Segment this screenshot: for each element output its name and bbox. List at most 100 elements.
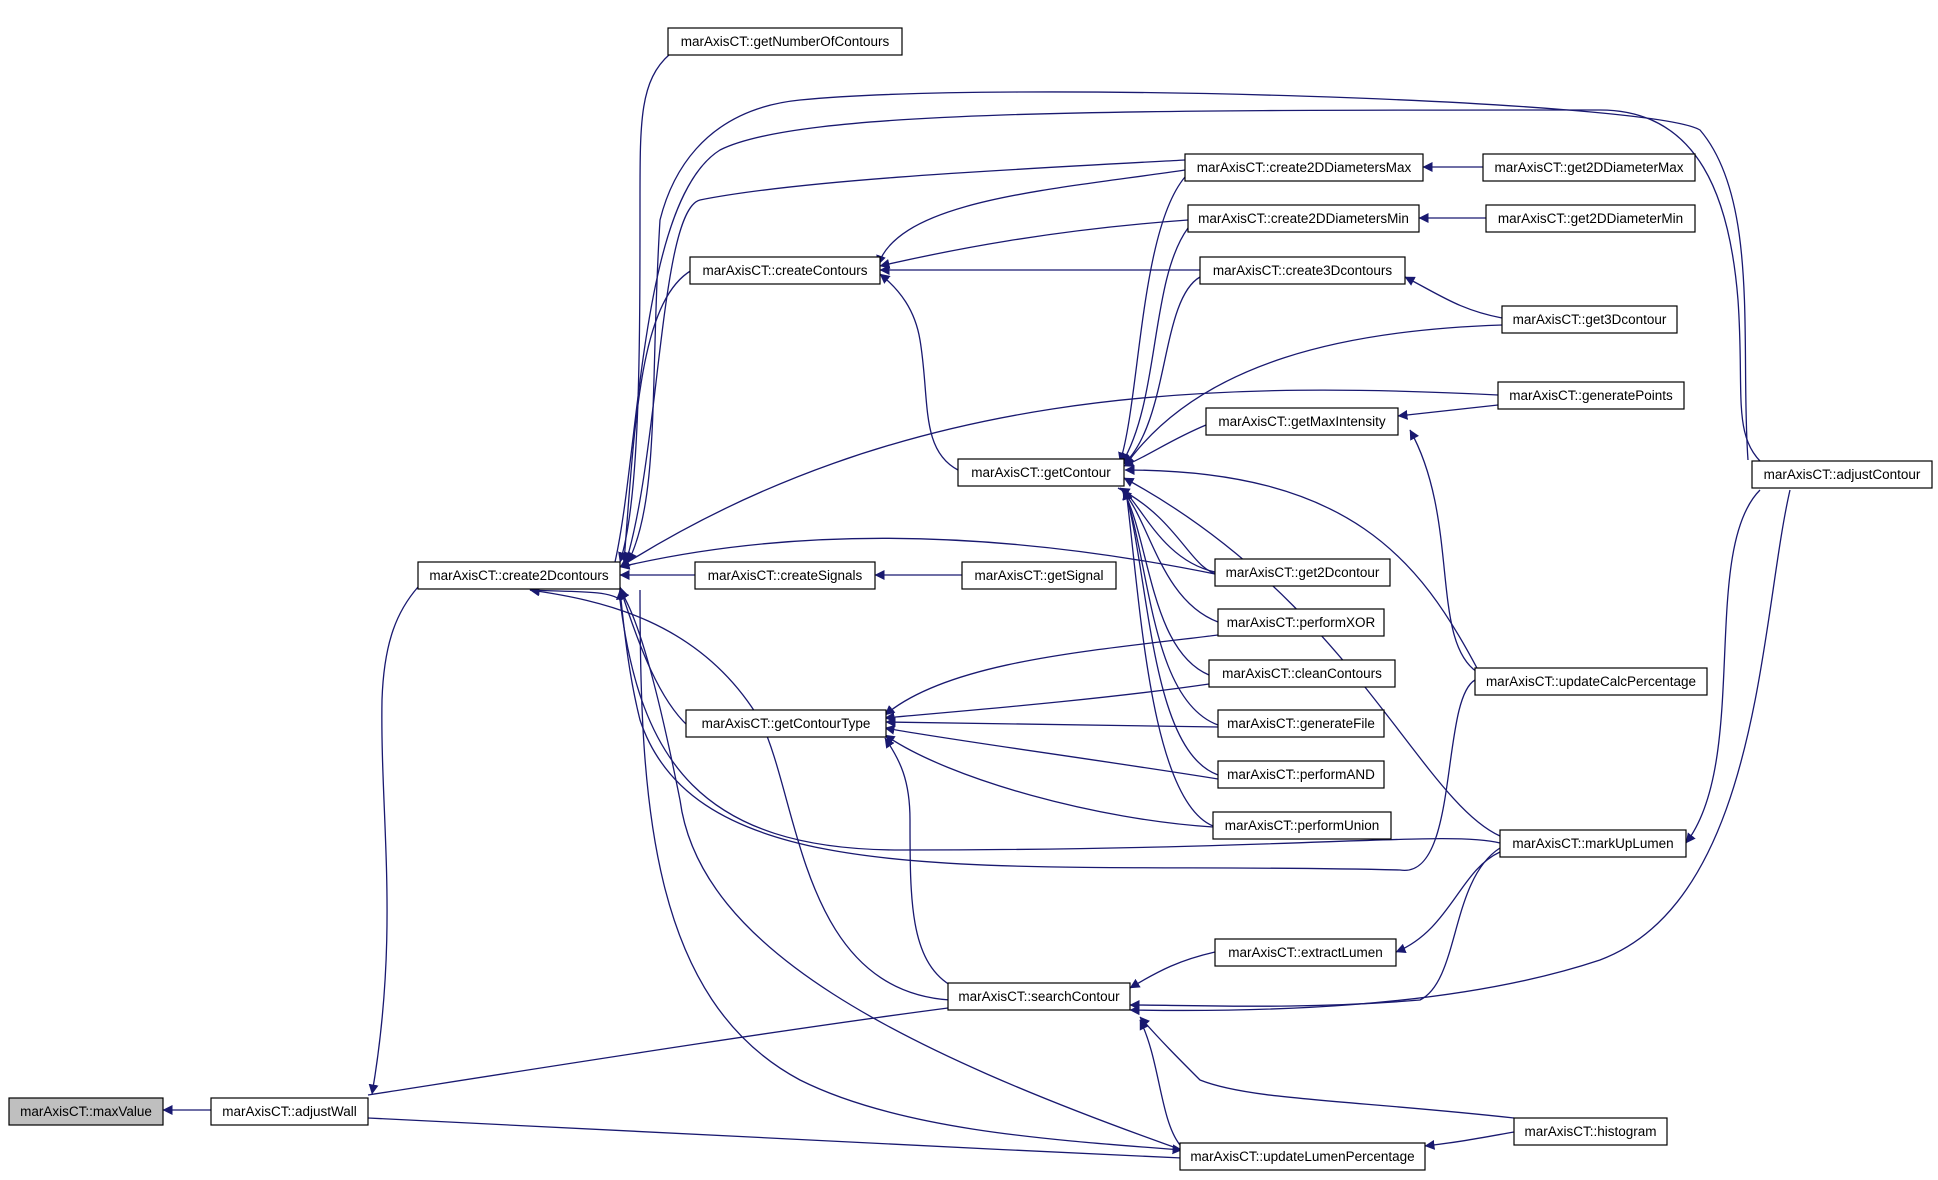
- node-label: marAxisCT::extractLumen: [1228, 945, 1383, 960]
- node-histogram[interactable]: marAxisCT::histogram: [1513, 1117, 1668, 1146]
- node-box: [1751, 460, 1933, 489]
- node-get-contour[interactable]: marAxisCT::getContour: [957, 458, 1125, 487]
- node-clean-contours[interactable]: marAxisCT::cleanContours: [1208, 659, 1396, 688]
- node-box: [947, 982, 1131, 1011]
- edge-updatelumen-to-create2d: [619, 589, 1183, 1151]
- edge-generatepoints-to-create2d: [619, 389, 1499, 568]
- node-box: [210, 1097, 369, 1126]
- edge-getmaxintensity-to-getcontour: [1123, 424, 1207, 467]
- node-get-contour-type[interactable]: marAxisCT::getContourType: [685, 709, 887, 738]
- node-create2-dcontours[interactable]: marAxisCT::create2Dcontours: [417, 561, 621, 590]
- node-label: marAxisCT::cleanContours: [1222, 666, 1382, 681]
- node-box: [685, 709, 887, 738]
- node-perform-a-n-d[interactable]: marAxisCT::performAND: [1217, 760, 1385, 789]
- edge-markuplumen-to-getcontour: [1123, 477, 1501, 837]
- edge-performxor-to-getcontourtype: [884, 634, 1219, 716]
- node-create2-d-diameters-max[interactable]: marAxisCT::create2DDiametersMax: [1184, 153, 1424, 182]
- node-adjust-wall[interactable]: marAxisCT::adjustWall: [210, 1097, 369, 1126]
- edge-create3d-to-getcontour: [1123, 276, 1201, 465]
- node-label: marAxisCT::markUpLumen: [1512, 836, 1673, 851]
- node-search-contour[interactable]: marAxisCT::searchContour: [947, 982, 1131, 1011]
- node-label: marAxisCT::generateFile: [1227, 716, 1375, 731]
- edge-updatelumen-to-searchcontour: [1139, 1019, 1181, 1146]
- edge-adjustcontour-to-create2d: [627, 91, 1749, 563]
- edge-searchcontour-to-adjustwall: [367, 1007, 949, 1096]
- node-box: [1485, 204, 1696, 233]
- edge-generatepoints-to-getmaxintensity: [1397, 404, 1499, 420]
- edge-create2d-to-adjustcontour: [614, 109, 1771, 563]
- node-label: marAxisCT::create3Dcontours: [1213, 263, 1393, 278]
- node-create3-dcontours[interactable]: marAxisCT::create3Dcontours: [1199, 256, 1406, 285]
- node-label: marAxisCT::performAND: [1227, 767, 1375, 782]
- node-get-max-intensity[interactable]: marAxisCT::getMaxIntensity: [1205, 407, 1399, 436]
- edge-getcontourtype-to-create2d: [618, 586, 689, 727]
- node-perform-union[interactable]: marAxisCT::performUnion: [1212, 811, 1392, 840]
- node-max-value[interactable]: marAxisCT::maxValue: [8, 1097, 164, 1126]
- node-box: [1214, 938, 1397, 967]
- node-box: [1199, 256, 1406, 285]
- node-label: marAxisCT::performUnion: [1225, 818, 1380, 833]
- node-get2-d-diameter-min[interactable]: marAxisCT::get2DDiameterMin: [1485, 204, 1696, 233]
- node-label: marAxisCT::getMaxIntensity: [1218, 414, 1386, 429]
- node-label: marAxisCT::create2DDiametersMax: [1197, 160, 1412, 175]
- node-label: marAxisCT::createSignals: [708, 568, 863, 583]
- node-label: marAxisCT::createContours: [702, 263, 867, 278]
- node-get2-dcontour[interactable]: marAxisCT::get2Dcontour: [1214, 558, 1391, 587]
- node-label: marAxisCT::getContour: [971, 465, 1111, 480]
- edge-adjustcontour-to-searchcontour: [1129, 489, 1791, 1016]
- node-box: [1217, 760, 1385, 789]
- node-box: [1482, 153, 1696, 182]
- nodes: marAxisCT::maxValue marAxisCT::adjustWall…: [8, 27, 1933, 1171]
- edge-histogram-to-searchcontour: [1139, 1016, 1515, 1119]
- edge-updatecalc-to-getmaxintensity: [1409, 429, 1478, 673]
- edge-performand-to-getcontourtype: [884, 724, 1219, 780]
- node-get-number-of-contours[interactable]: marAxisCT::getNumberOfContours: [667, 27, 903, 56]
- node-create-signals[interactable]: marAxisCT::createSignals: [694, 561, 876, 590]
- node-label: marAxisCT::getContourType: [702, 716, 871, 731]
- node-box: [1217, 608, 1385, 637]
- node-box: [1212, 811, 1392, 840]
- edges: [162, 53, 1791, 1159]
- node-label: marAxisCT::getNumberOfContours: [681, 34, 890, 49]
- edge-create2dcontours-to-adjustwall: [368, 586, 419, 1095]
- node-create-contours[interactable]: marAxisCT::createContours: [689, 256, 881, 285]
- edge-performunion-to-getcontour: [1122, 489, 1214, 827]
- edge-performunion-to-getcontourtype: [884, 734, 1214, 828]
- node-update-lumen-percentage[interactable]: marAxisCT::updateLumenPercentage: [1179, 1142, 1426, 1171]
- node-perform-x-o-r[interactable]: marAxisCT::performXOR: [1217, 608, 1385, 637]
- edge-cleancontours-to-getcontourtype: [884, 683, 1210, 723]
- node-label: marAxisCT::adjustWall: [222, 1104, 357, 1119]
- node-box: [1187, 204, 1420, 233]
- node-box: [694, 561, 876, 590]
- node-get-signal[interactable]: marAxisCT::getSignal: [961, 561, 1117, 590]
- edge-diammin-to-getcontour: [1121, 227, 1189, 464]
- edge-searchcontour-to-create2d: [529, 586, 951, 1001]
- edge-diammax-to-getcontour: [1118, 176, 1186, 463]
- node-generate-points[interactable]: marAxisCT::generatePoints: [1497, 381, 1685, 410]
- edge-diammin-to-createcontours: [879, 219, 1189, 269]
- edge-extractlumen-to-searchcontour: [1129, 951, 1216, 989]
- node-box: [689, 256, 881, 285]
- node-box: [1179, 1142, 1426, 1171]
- edge-get3d-to-create3d: [1404, 276, 1503, 319]
- node-mark-up-lumen[interactable]: marAxisCT::markUpLumen: [1499, 829, 1687, 858]
- edge-performxor-to-getcontour: [1121, 489, 1219, 623]
- node-box: [1499, 829, 1687, 858]
- node-create2-d-diameters-min[interactable]: marAxisCT::create2DDiametersMin: [1187, 204, 1420, 233]
- edge-diammax-to-createcontours: [876, 169, 1186, 266]
- node-box: [1184, 153, 1424, 182]
- node-box: [1501, 305, 1678, 334]
- node-extract-lumen[interactable]: marAxisCT::extractLumen: [1214, 938, 1397, 967]
- node-update-calc-percentage[interactable]: marAxisCT::updateCalcPercentage: [1474, 667, 1708, 696]
- node-box: [8, 1097, 164, 1126]
- node-adjust-contour[interactable]: marAxisCT::adjustContour: [1751, 460, 1933, 489]
- edge-updatecalc-to-getcontour: [1124, 465, 1479, 671]
- node-label: marAxisCT::performXOR: [1227, 615, 1376, 630]
- node-get3-dcontour[interactable]: marAxisCT::get3Dcontour: [1501, 305, 1678, 334]
- edge-updatelumen-to-adjustwall: [367, 1117, 1183, 1159]
- node-generate-file[interactable]: marAxisCT::generateFile: [1217, 709, 1385, 738]
- node-get2-d-diameter-max[interactable]: marAxisCT::get2DDiameterMax: [1482, 153, 1696, 182]
- edge-adjustcontour-to-markuplumen: [1685, 489, 1761, 844]
- node-box: [1208, 659, 1396, 688]
